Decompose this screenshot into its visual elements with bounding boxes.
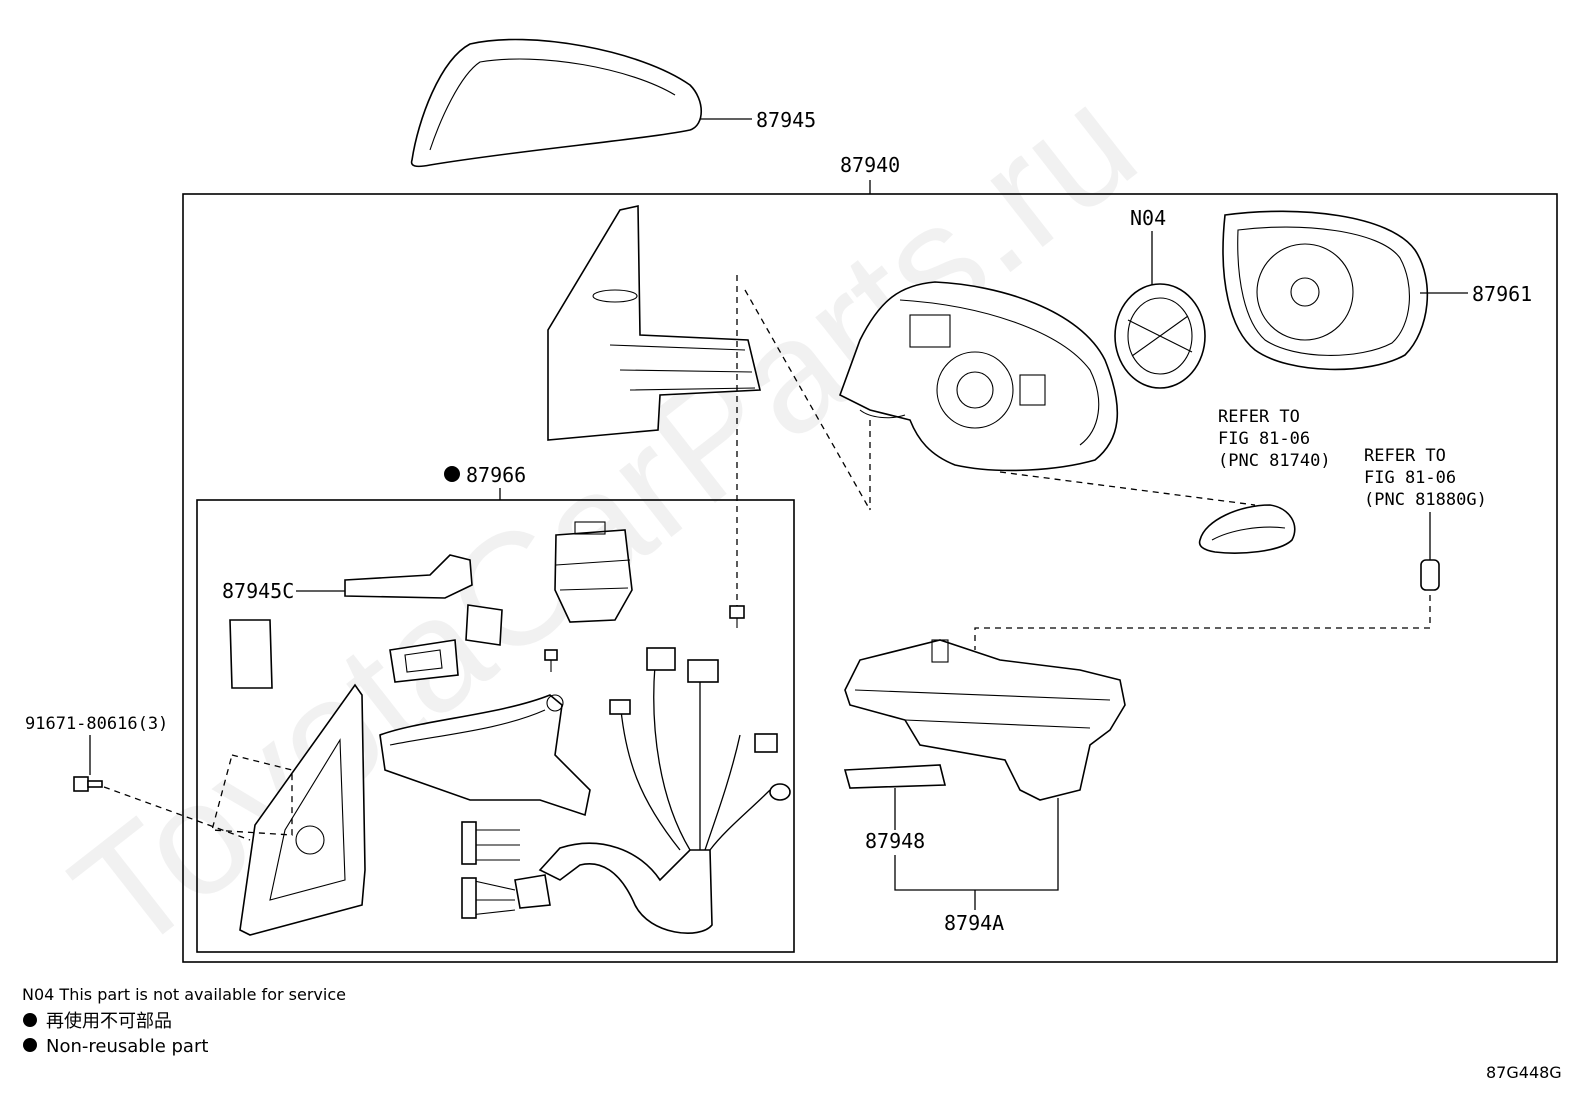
mirror-actuator-drawing [1114, 283, 1206, 389]
mirror-cover-drawing [410, 38, 703, 168]
label-87948: 87948 [865, 829, 925, 853]
label-91671: 91671-80616(3) [25, 714, 168, 734]
bracket-arm-drawing [379, 694, 591, 817]
turn-lamp-drawing [1198, 504, 1296, 554]
bulb-drawing [1420, 559, 1440, 591]
label-n04: N04 [1130, 206, 1166, 230]
harness-connectors-drawing [461, 821, 551, 919]
mirror-glass-drawing [1222, 210, 1429, 371]
assembly-87940-box [182, 193, 1558, 963]
diagram-code: 87G448G [1486, 1063, 1562, 1082]
label-87945c: 87945C [222, 579, 294, 603]
mirror-base-drawing [547, 205, 762, 441]
label-87966: 87966 [466, 463, 526, 487]
lamp-cover-drawing [843, 764, 947, 789]
ref2-line3: (PNC 81880G) [1364, 490, 1487, 510]
kit-bolt-drawing [544, 649, 558, 672]
mirror-housing-drawing [839, 281, 1119, 472]
note-en: Non-reusable part [46, 1036, 208, 1057]
label-87961: 87961 [1472, 282, 1532, 306]
lamp-housing-drawing [844, 639, 1126, 801]
motor-unit-drawing [554, 521, 633, 623]
ref1-line2: FIG 81-06 [1218, 429, 1310, 449]
bolt-91671-drawing [73, 776, 103, 792]
triangle-bracket-drawing [239, 683, 366, 936]
screw-drawing [729, 605, 745, 628]
non-reusable-marker-jp [23, 1013, 37, 1027]
label-87945: 87945 [756, 108, 816, 132]
note-n04: N04 This part is not available for servi… [22, 985, 346, 1004]
non-reusable-marker-87966 [444, 466, 460, 482]
kit-87966-box [196, 499, 795, 953]
note-jp: 再使用不可部品 [46, 1011, 172, 1032]
ref1-line1: REFER TO [1218, 407, 1300, 427]
wire-harness-drawing [538, 647, 791, 934]
gasket-pad-drawing [229, 604, 503, 689]
ref2-line1: REFER TO [1364, 446, 1446, 466]
cover-c-drawing [344, 554, 473, 599]
switch-block-drawing [389, 639, 459, 683]
label-87940: 87940 [840, 153, 900, 177]
label-8794a: 8794A [944, 911, 1004, 935]
non-reusable-marker-en [23, 1038, 37, 1052]
ref1-line3: (PNC 81740) [1218, 451, 1331, 471]
ref2-line2: FIG 81-06 [1364, 468, 1456, 488]
